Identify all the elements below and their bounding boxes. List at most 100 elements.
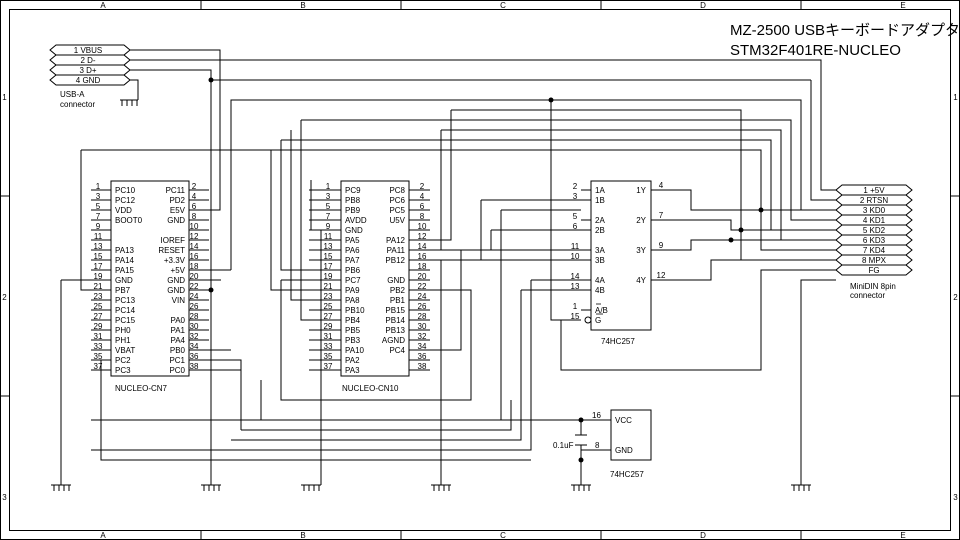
cn10-pin-label: PB6 xyxy=(345,266,361,275)
wires xyxy=(60,49,836,485)
mux-pin-number: 15 xyxy=(571,312,580,321)
cn7-body xyxy=(110,180,190,377)
cn10-pin-number: 12 xyxy=(418,232,427,241)
din-pin-label: 1 +5V xyxy=(863,186,885,195)
mux-pin-label: A/B xyxy=(595,306,608,315)
cn7-pin-label: VDD xyxy=(115,206,132,215)
cn10-pin-label: PB5 xyxy=(345,326,361,335)
cn10-pin-label: PB4 xyxy=(345,316,361,325)
ground-symbols xyxy=(51,99,811,491)
cn7-pin-label: RESET xyxy=(158,246,185,255)
row-label-right: 1 xyxy=(953,93,958,102)
cn7-pin-label: GND xyxy=(167,286,185,295)
cn7-pin-label: PA4 xyxy=(170,336,185,345)
cn10-pin-label: U5V xyxy=(389,216,405,225)
cn10-pin-label: PB14 xyxy=(385,316,405,325)
mux-pin-number: 14 xyxy=(571,272,580,281)
usb-pin-label: 4 GND xyxy=(76,76,101,85)
col-label-bottom: B xyxy=(300,531,305,540)
cn10-pin-label: GND xyxy=(387,276,405,285)
cn7-pin-number: 1 xyxy=(96,182,101,191)
mux-pin-number: 5 xyxy=(573,212,578,221)
cn7-pin-label: PH1 xyxy=(115,336,131,345)
cn7-pin-number: 2 xyxy=(192,182,197,191)
cn10-pin-label: PA8 xyxy=(345,296,360,305)
cn10-pin-number: 24 xyxy=(418,292,427,301)
cn10-pin-number: 10 xyxy=(418,222,427,231)
mux-pin-number: 1 xyxy=(573,302,578,311)
cn7-pin-label: PB7 xyxy=(115,286,131,295)
cn10-pin-number: 33 xyxy=(324,342,333,351)
cn10-pin-number: 16 xyxy=(418,252,427,261)
din-pin-label: 6 KD3 xyxy=(863,236,886,245)
cn7-pin-label: PB0 xyxy=(170,346,186,355)
col-label-top: B xyxy=(300,1,305,10)
cn7-pin-number: 18 xyxy=(190,262,199,271)
mux-pin-number: 6 xyxy=(573,222,578,231)
cn7-pin-label: PC14 xyxy=(115,306,136,315)
cn7-pin-number: 29 xyxy=(94,322,103,331)
cn7-pin-label: GND xyxy=(115,276,133,285)
cn7-pin-number: 3 xyxy=(96,192,101,201)
cn7-pin-number: 16 xyxy=(190,252,199,261)
inner-frame xyxy=(9,9,951,531)
cn7-name: NUCLEO-CN7 xyxy=(115,384,168,393)
col-label-top: C xyxy=(500,1,506,10)
cn10-name: NUCLEO-CN10 xyxy=(342,384,399,393)
cn10-pin-label: PA12 xyxy=(386,236,406,245)
cn10-pin-number: 34 xyxy=(418,342,427,351)
cn10-pin-label: PA5 xyxy=(345,236,360,245)
row-label-right: 2 xyxy=(953,293,958,302)
cn10-pin-label: PB8 xyxy=(345,196,361,205)
cn10-pin-label: PB12 xyxy=(385,256,405,265)
title-line1: MZ-2500 USBキーボードアダプタ xyxy=(730,22,960,39)
usb-connector-label: connector xyxy=(60,100,95,109)
cn10-pin-number: 29 xyxy=(324,322,333,331)
cn7-pin-number: 6 xyxy=(192,202,197,211)
cn7-pin-number: 10 xyxy=(190,222,199,231)
cn10-pin-number: 13 xyxy=(324,242,333,251)
mux-pin-number: 9 xyxy=(659,241,664,250)
col-label-bottom: C xyxy=(500,531,506,540)
cn7-pin-number: 26 xyxy=(190,302,199,311)
cn10-pin-label: PA10 xyxy=(345,346,365,355)
usb-connector: 1 VBUS 2 D- 3 D+ 4 GND USB-A connector xyxy=(49,44,131,109)
mux-pin-label: 1B xyxy=(595,196,605,205)
cn7-pin-number: 15 xyxy=(94,252,103,261)
cn7-pin-label: PA14 xyxy=(115,256,135,265)
cn7-pin-label: PC13 xyxy=(115,296,136,305)
cn10-body xyxy=(340,180,410,377)
cn10-pin-number: 31 xyxy=(324,332,333,341)
cn7-pin-label: IOREF xyxy=(161,236,186,245)
cn10-pin-label: AVDD xyxy=(345,216,367,225)
cn7-pin-number: 37 xyxy=(94,362,103,371)
cn7-pin-number: 13 xyxy=(94,242,103,251)
cn7-pin-number: 7 xyxy=(96,212,101,221)
din-pin-flags xyxy=(835,184,913,276)
cn10-pin-label: PA6 xyxy=(345,246,360,255)
cn10-pin-number: 21 xyxy=(324,282,333,291)
cn10-pin-label: PA11 xyxy=(387,246,406,255)
cn7-pin-label: PC11 xyxy=(166,186,186,195)
col-label-bottom: E xyxy=(900,531,905,540)
cn10-pin-number: 14 xyxy=(418,242,427,251)
mux-pin-label: G xyxy=(595,316,601,325)
cap-label: 0.1uF xyxy=(553,441,574,450)
mux-pin-number: 13 xyxy=(571,282,580,291)
cn7-pin-number: 4 xyxy=(192,192,197,201)
mux-pin-label: 2A xyxy=(595,216,605,225)
cn7-pin-number: 20 xyxy=(190,272,199,281)
cn10-pin-number: 5 xyxy=(326,202,331,211)
cn7-pin-number: 36 xyxy=(190,352,199,361)
mux-pin-label: 2Y xyxy=(636,216,646,225)
cn10-pin-number: 22 xyxy=(418,282,427,291)
cn10-pin-label: PB10 xyxy=(345,306,365,315)
cn10-pin-number: 32 xyxy=(418,332,427,341)
cn10-pin-number: 36 xyxy=(418,352,427,361)
cn7-pin-label: PC15 xyxy=(115,316,136,325)
cn7-pin-number: 38 xyxy=(190,362,199,371)
mux-pin-label: 1A xyxy=(595,186,605,195)
